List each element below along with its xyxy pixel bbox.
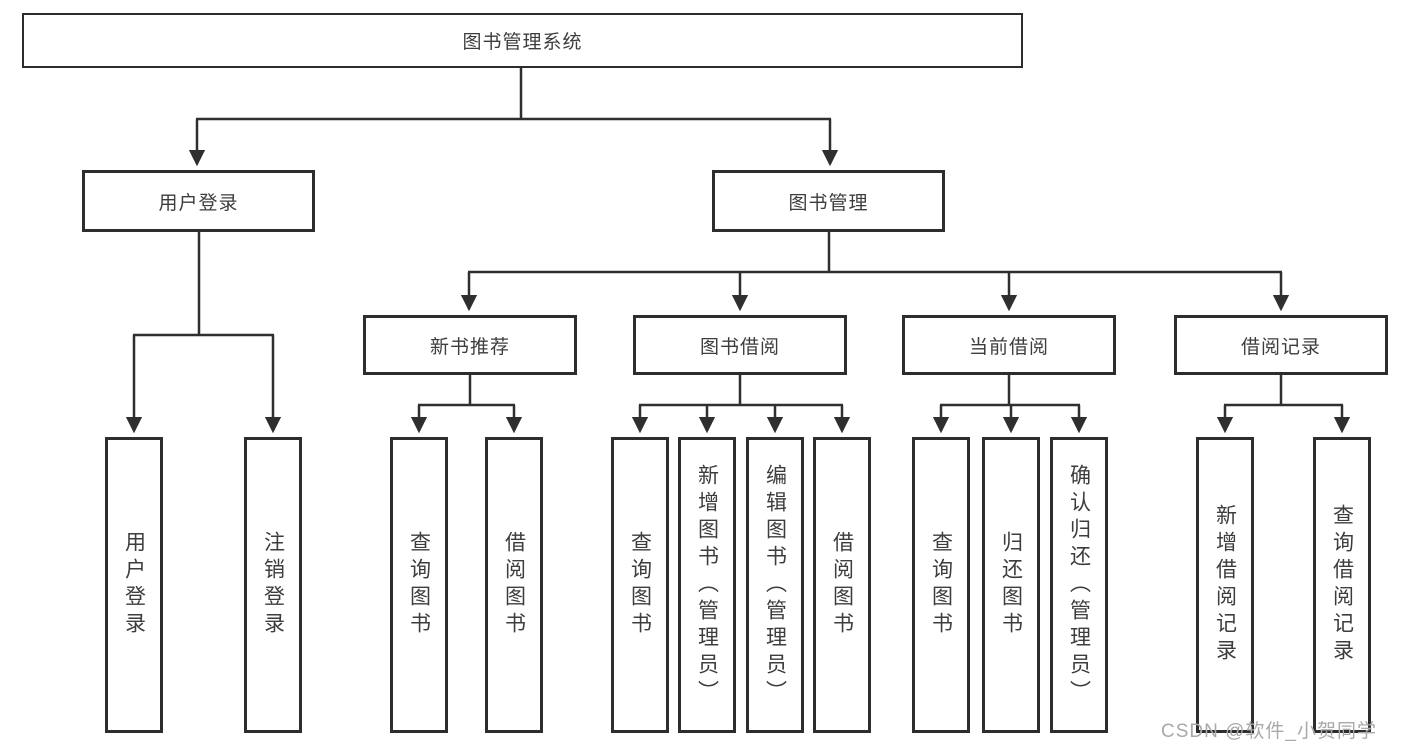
leaf-return-books: 归还图书 (982, 437, 1040, 733)
csdn-watermark: CSDN @软件_小贺同学 (1161, 721, 1377, 742)
node-book-management: 图书管理 (712, 170, 945, 232)
leaf-borrow-books-recommend: 借阅图书 (485, 437, 543, 733)
leaf-add-books-admin: 新增图书（管理员） (678, 437, 736, 733)
leaf-confirm-return-admin: 确认归还（管理员） (1050, 437, 1108, 733)
leaf-query-books-current: 查询图书 (912, 437, 970, 733)
node-library-management-system: 图书管理系统 (22, 13, 1023, 68)
node-borrow-records: 借阅记录 (1174, 315, 1388, 375)
leaf-borrow-books: 借阅图书 (813, 437, 871, 733)
node-user-login: 用户登录 (82, 170, 315, 232)
leaf-add-borrow-record: 新增借阅记录 (1196, 437, 1254, 733)
leaf-query-books-borrow: 查询图书 (611, 437, 669, 733)
leaf-user-login: 用户登录 (105, 437, 163, 733)
leaf-query-borrow-record: 查询借阅记录 (1313, 437, 1371, 733)
leaf-query-books-recommend: 查询图书 (390, 437, 448, 733)
node-book-borrow: 图书借阅 (633, 315, 847, 375)
node-new-book-recommend: 新书推荐 (363, 315, 577, 375)
leaf-edit-books-admin: 编辑图书（管理员） (746, 437, 804, 733)
leaf-logout: 注销登录 (244, 437, 302, 733)
node-current-borrow: 当前借阅 (902, 315, 1116, 375)
